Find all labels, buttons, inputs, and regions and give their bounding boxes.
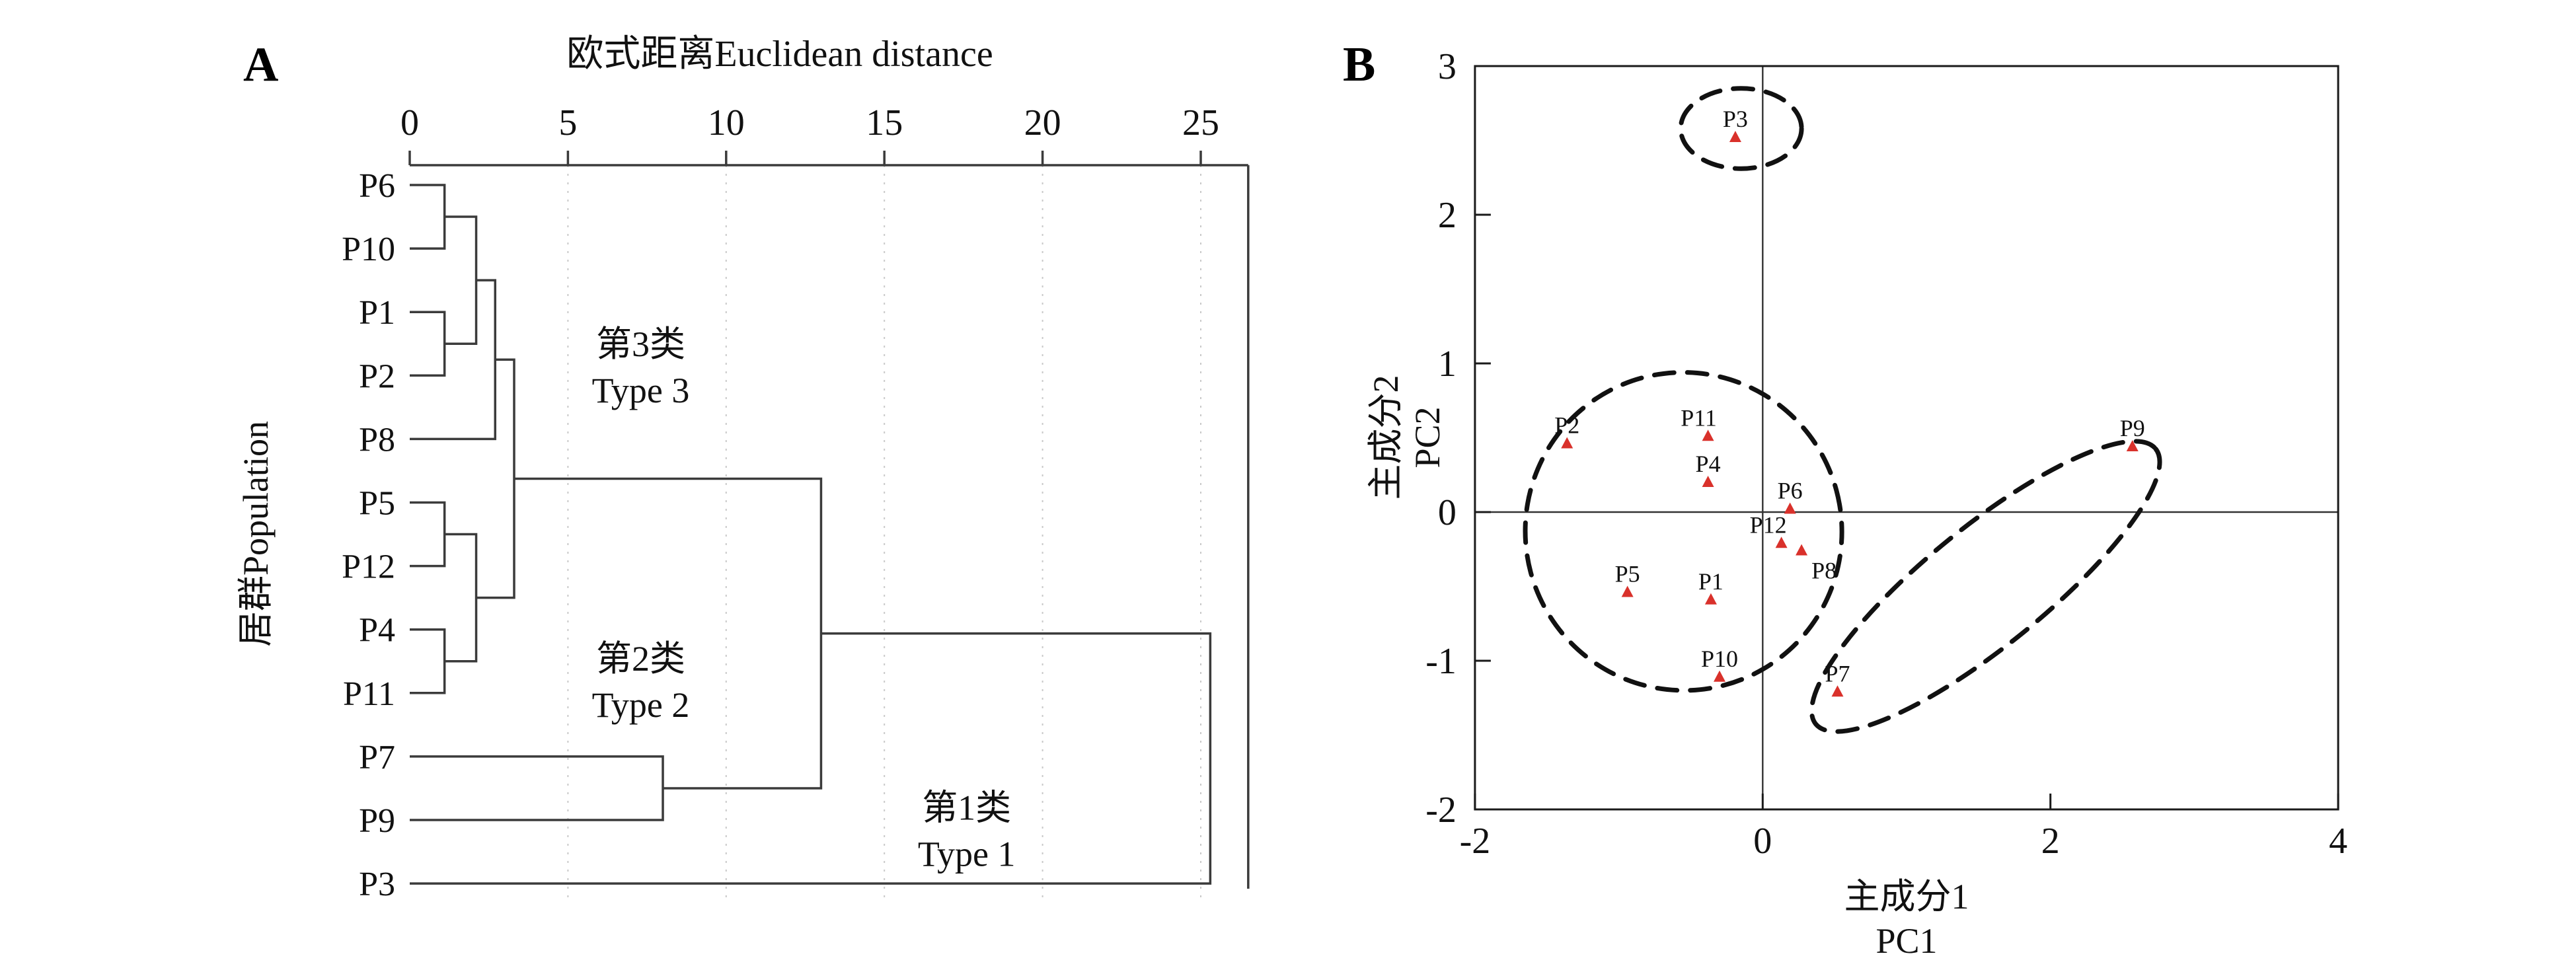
point-label-P1: P1 [1698,568,1724,595]
population-label-P11: P11 [343,675,395,713]
x-tick-label: 4 [2329,821,2347,862]
population-label-P8: P8 [359,421,395,459]
y-axis-title-en: PC2 [1408,406,1447,468]
marker-P10 [1713,670,1725,682]
marker-P9 [2126,440,2139,451]
y-tick-label: 1 [1438,344,1457,385]
point-label-P5: P5 [1615,561,1640,587]
marker-P3 [1729,131,1741,142]
dendrogram-link [514,477,823,790]
dendrogram-link [410,755,664,821]
marker-P1 [1704,593,1717,605]
population-label-P4: P4 [359,612,395,650]
dendrogram-link [410,279,497,441]
marker-P6 [1784,502,1796,514]
dendrogram-link [410,632,1212,885]
y-tick-label: 0 [1438,492,1457,533]
y-axis-title-cn: 主成分2 [1366,375,1406,500]
marker-P4 [1702,476,1714,487]
y-tick-label: 2 [1438,195,1457,236]
x-tick-label: 0 [1753,821,1772,862]
marker-P12 [1775,537,1788,548]
cluster-label-en-1: Type 3 [592,371,690,410]
population-label-P6: P6 [359,167,395,205]
population-label-P12: P12 [342,548,395,586]
population-axis-title: 居群Population [236,421,276,647]
distance-axis-title: 欧式距离Euclidean distance [566,34,993,75]
population-label-P10: P10 [342,231,395,268]
point-label-P11: P11 [1681,404,1717,431]
x-axis-title-en: PC1 [1875,921,1937,961]
x-tick-label: 2 [2041,821,2060,862]
y-tick-label: -1 [1425,641,1457,682]
dendrogram-chart: 0 5 10 15 20 25 欧式距离Euclidean distance 居群Popula… [236,34,1250,903]
marker-P8 [1796,544,1808,556]
cluster-label-en-2: Type 2 [592,685,690,725]
axis-tick-label: 15 [866,102,903,143]
marker-P7 [1831,685,1844,697]
cluster-ellipse-1 [1678,86,1804,171]
point-label-P7: P7 [1825,660,1850,687]
population-label-P5: P5 [359,485,395,523]
cluster-label-en-3: Type 1 [918,835,1016,874]
cluster-label-cn-2: 第2类 [596,639,685,679]
plot-frame [1474,65,2339,811]
axis-tick-label: 0 [400,102,419,143]
cluster-label-cn-1: 第3类 [596,324,685,364]
y-tick-label: -2 [1425,790,1457,831]
point-label-P8: P8 [1811,558,1837,584]
cluster-ellipse-2 [1523,370,1844,693]
point-label-P12: P12 [1750,511,1787,538]
axis-tick-label: 25 [1182,102,1219,143]
dendrogram-link [410,501,446,568]
population-label-P7: P7 [359,739,395,776]
dendrogram-link [410,311,446,377]
cluster-ellipse-3 [1809,439,2162,734]
panel-a-letter: A [243,38,279,92]
dendrogram-link [410,184,446,250]
cluster-label-cn-3: 第1类 [922,788,1011,828]
point-label-P9: P9 [2120,415,2145,441]
population-label-P1: P1 [359,294,395,332]
point-label-P6: P6 [1778,478,1803,504]
x-tick-label: -2 [1460,821,1491,862]
population-label-P3: P3 [359,866,395,903]
y-tick-label: 3 [1438,46,1457,87]
point-label-P4: P4 [1696,451,1721,477]
marker-P5 [1621,585,1634,597]
dendrogram-link [444,533,478,663]
point-label-P3: P3 [1723,106,1748,132]
marker-P11 [1702,429,1714,441]
panel-b-letter: B [1343,38,1376,92]
population-label-P9: P9 [359,802,395,840]
axis-tick-label: 20 [1024,102,1061,143]
axis-tick-label: 5 [558,102,577,143]
point-label-P2: P2 [1554,412,1579,439]
point-label-P10: P10 [1701,646,1738,672]
population-label-P2: P2 [359,357,395,395]
dendrogram-link [410,628,446,694]
dendrogram-link [444,215,478,345]
axis-tick-label: 10 [708,102,745,143]
marker-P2 [1561,437,1573,449]
x-axis-title-cn: 主成分1 [1844,877,1969,916]
